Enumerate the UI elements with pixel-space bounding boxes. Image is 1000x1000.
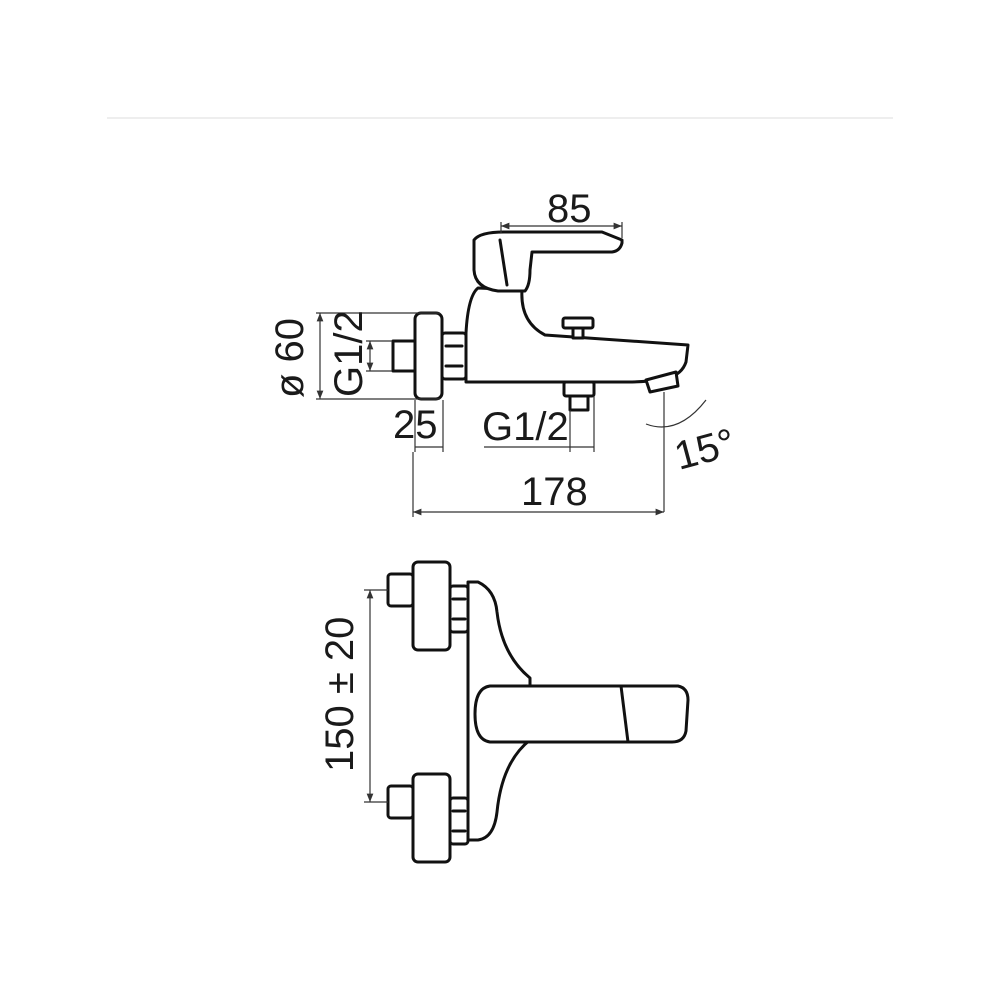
lower-nut <box>448 796 470 846</box>
dim-wall-thread: G1/2 <box>327 310 392 397</box>
dim-label-center-distance: 150 ± 20 <box>318 617 362 772</box>
spout-tip <box>644 370 680 394</box>
side-view <box>391 230 690 412</box>
dim-outlet-thread: G1/2 <box>482 396 595 452</box>
dim-label-angle: 15° <box>670 421 740 479</box>
upper-stub <box>386 572 415 608</box>
dim-label-85: 85 <box>547 187 592 231</box>
front-view <box>386 560 690 864</box>
wall-stub <box>391 339 417 373</box>
lever-handle <box>472 230 624 293</box>
lower-flange <box>411 772 452 864</box>
dim-label-wall-thread: G1/2 <box>327 310 371 397</box>
dim-center-distance: 150 ± 20 <box>318 589 388 803</box>
dim-85: 85 <box>500 187 623 238</box>
wall-flange <box>413 311 444 401</box>
dim-label-diameter: ø 60 <box>268 318 312 398</box>
dim-label-178: 178 <box>521 470 588 514</box>
dim-angle: 15° <box>645 392 740 512</box>
dim-25: 25 <box>393 400 444 452</box>
hex-nut <box>440 331 468 381</box>
lower-stub <box>386 784 415 820</box>
dim-label-25: 25 <box>393 403 438 447</box>
outlet-connector <box>562 380 596 398</box>
dim-diameter: ø 60 <box>268 312 440 400</box>
upper-flange <box>411 560 452 652</box>
dim-178: 178 <box>412 452 664 517</box>
upper-nut <box>448 584 470 634</box>
dim-label-outlet-thread: G1/2 <box>482 405 569 449</box>
lever-top-view <box>473 684 690 744</box>
